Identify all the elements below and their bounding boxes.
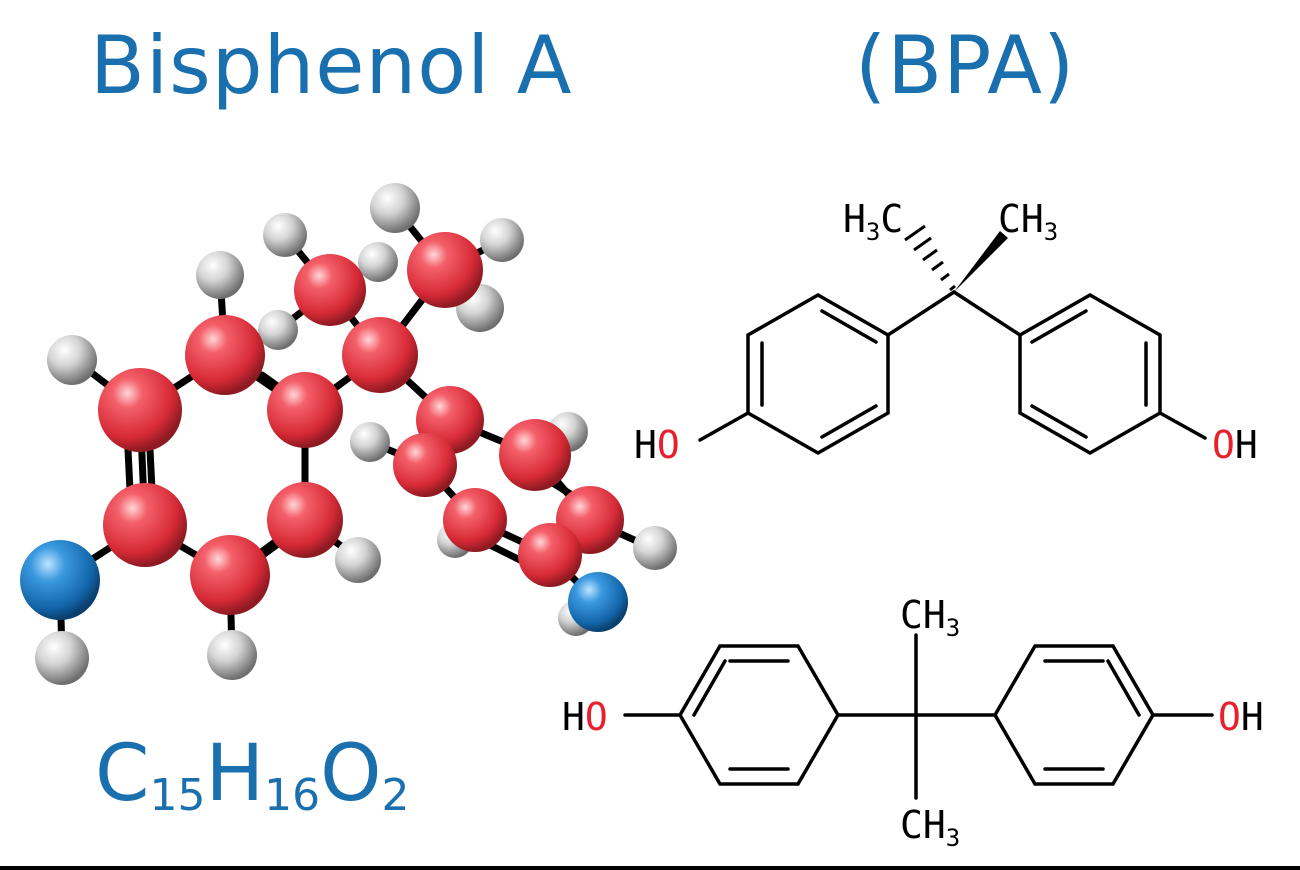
oxygen-atoms (20, 540, 628, 632)
hydrogen-atoms-front (35, 526, 677, 685)
methyl-label-top: CH3 (900, 593, 960, 642)
formula-oxygen-count: 2 (381, 770, 410, 821)
skeletal-formula-stereo: H3C CH3 HO OH (634, 197, 1258, 467)
formula-hydrogen-count: 16 (264, 770, 321, 821)
skeletal-formula-flat: CH3 CH3 HO OH (562, 593, 1264, 852)
hydroxyl-label-right: OH (1212, 423, 1258, 467)
methyl-label-left: H3C (843, 197, 903, 246)
bottom-divider (0, 866, 1300, 870)
formula-oxygen: O (320, 729, 382, 819)
ball-and-stick-model (20, 183, 677, 685)
formula-carbon-count: 15 (149, 770, 206, 821)
compound-name-title: Bisphenol A (90, 19, 573, 112)
hydroxyl-label-left: HO (634, 423, 680, 467)
molecular-formula: C15H16O2 (95, 735, 410, 818)
formula-carbon: C (95, 729, 150, 819)
carbon-atoms (98, 232, 624, 615)
hashed-bond (904, 224, 956, 292)
hydroxyl-label-left-flat: HO (562, 695, 608, 739)
compound-abbreviation-title: (BPA) (855, 19, 1076, 112)
formula-hydrogen: H (205, 729, 265, 819)
methyl-label-right: CH3 (998, 197, 1058, 246)
methyl-label-bottom: CH3 (900, 803, 960, 852)
hydroxyl-label-right-flat: OH (1218, 695, 1264, 739)
